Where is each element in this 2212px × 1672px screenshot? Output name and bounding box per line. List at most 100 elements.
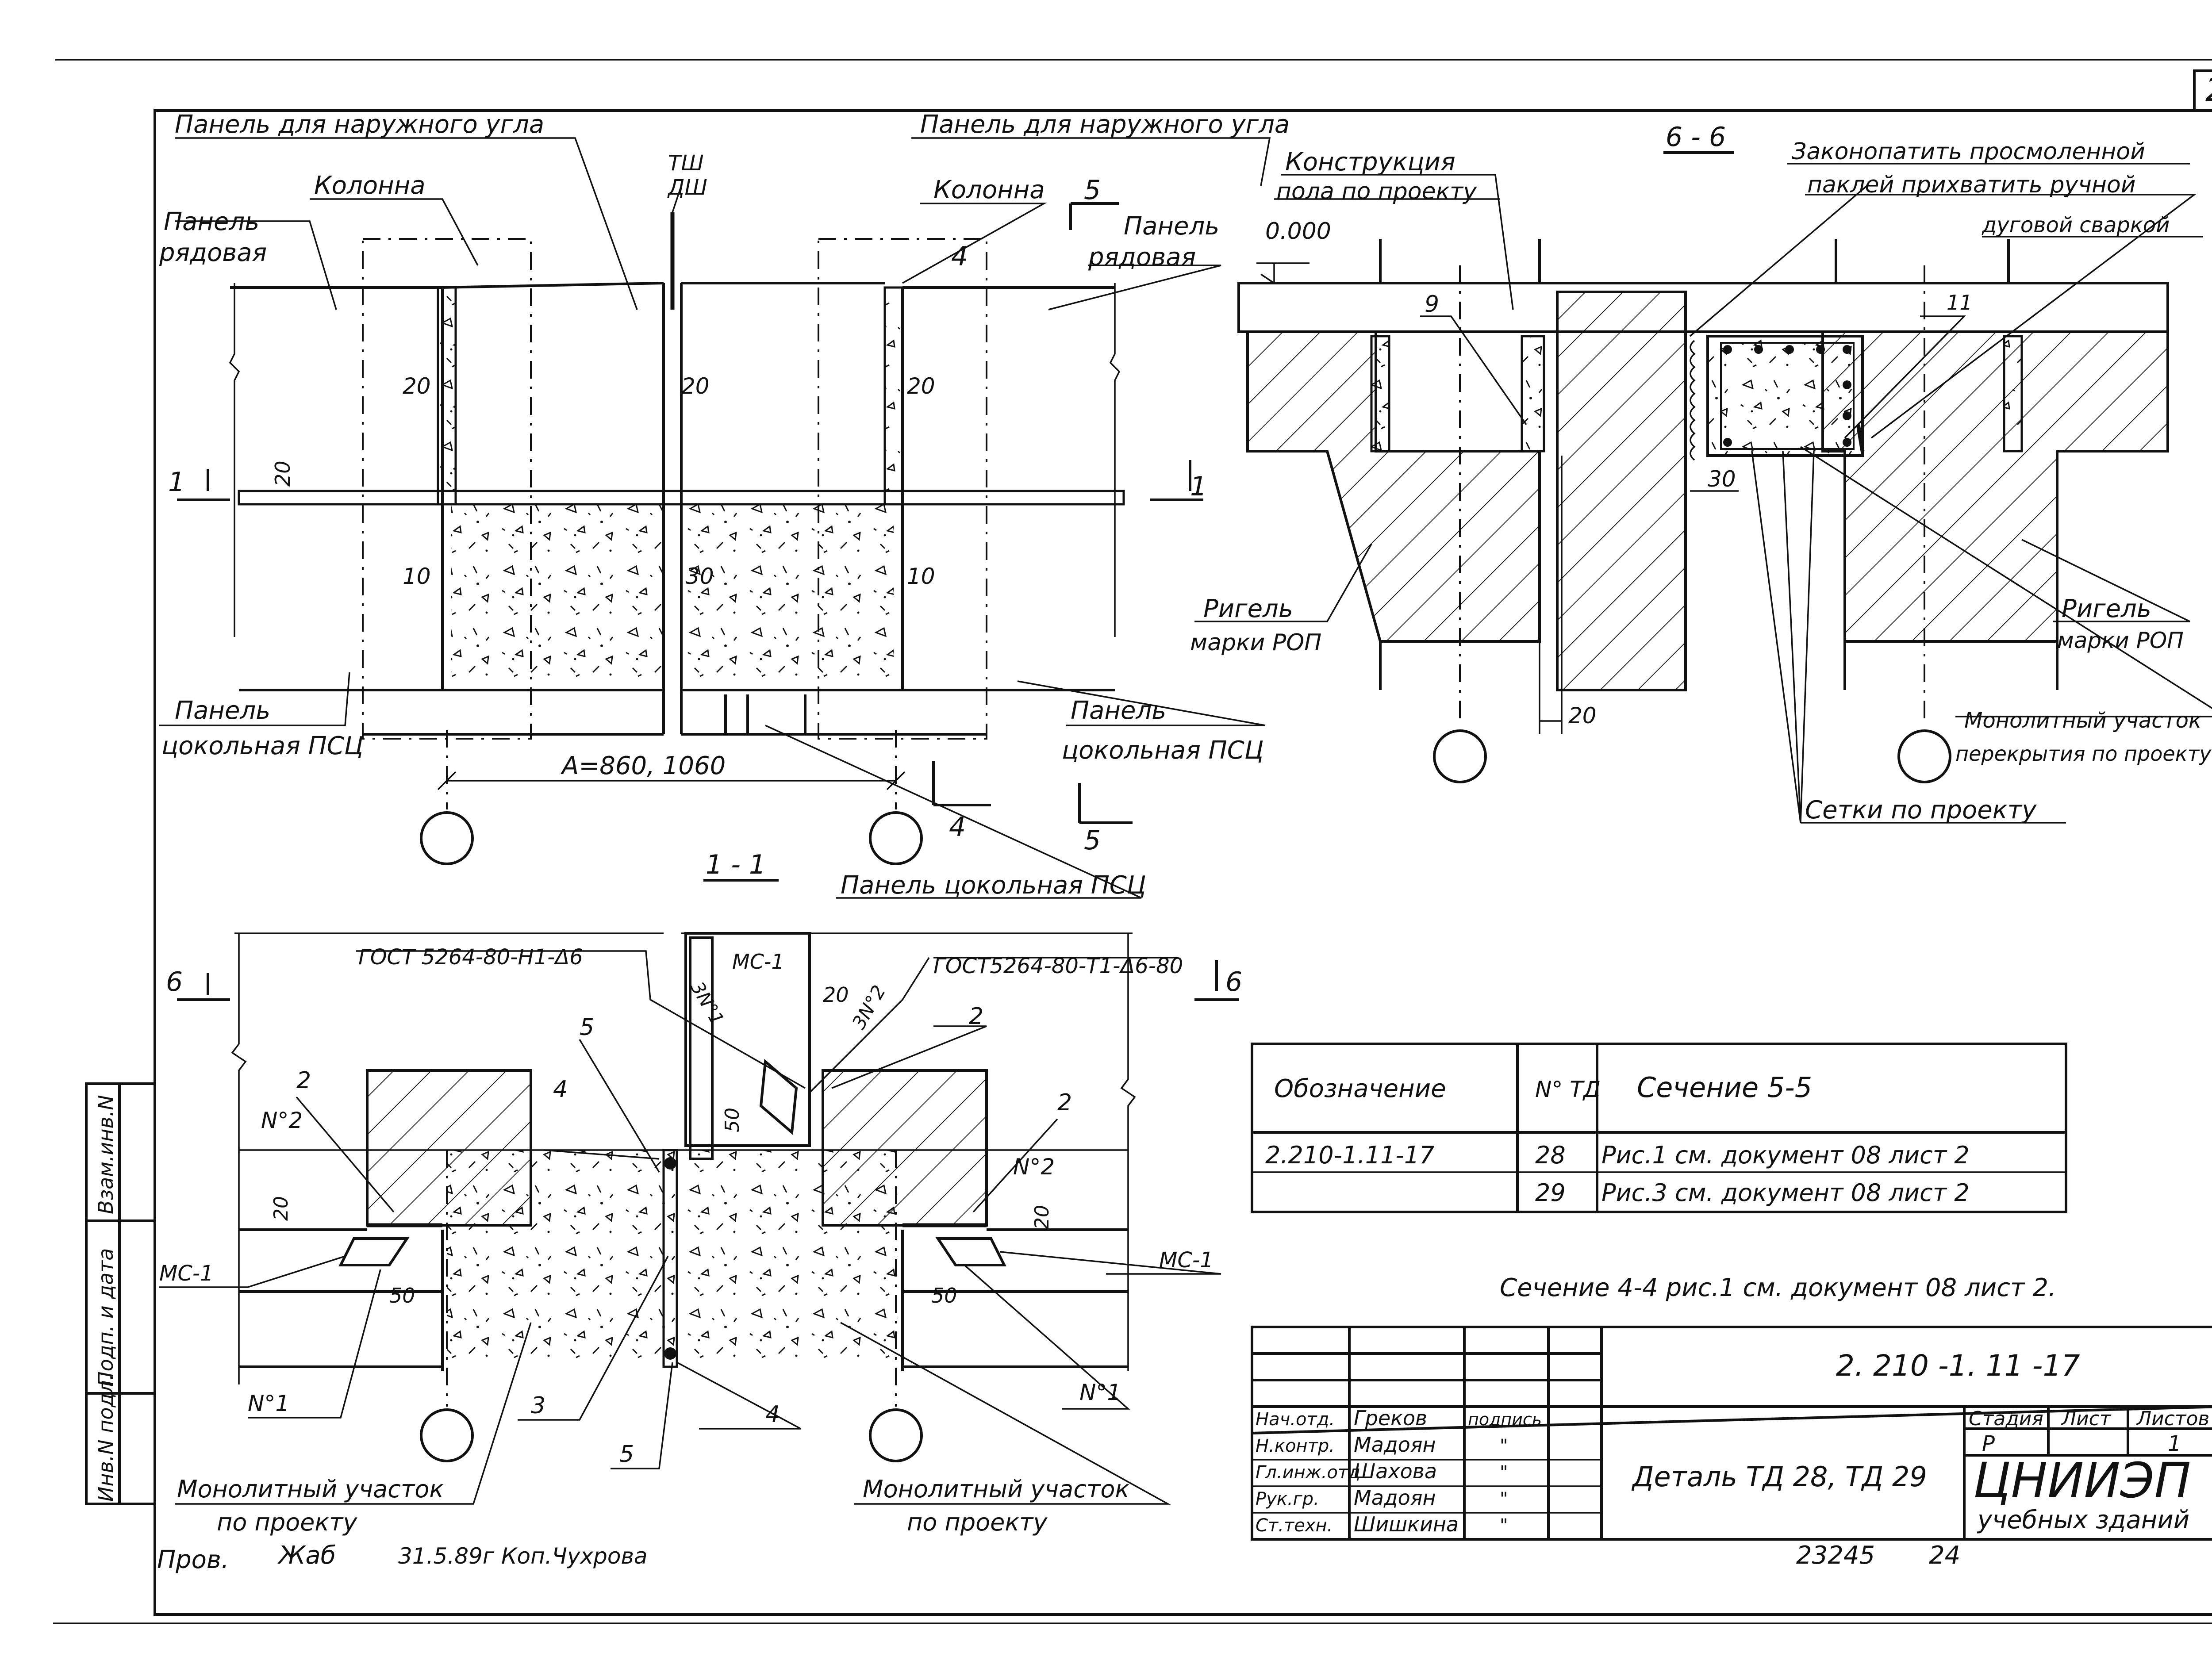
bot-mc1-top: МС-1 <box>732 950 784 974</box>
plan-plinth-left-b: цокольная ПСЦ <box>161 732 363 760</box>
bot-mono-left-b: по проекту <box>217 1508 357 1536</box>
bot-label-2a: 2 <box>296 1067 311 1094</box>
plan-outer-corner-label: Панель для наружного угла <box>175 110 544 139</box>
s66-beam-left-a: Ригель <box>1203 594 1293 623</box>
sheet-frame <box>53 59 2212 1624</box>
plan-dim-10a: 10 <box>403 564 431 589</box>
bot-n1-left: N°1 <box>248 1391 289 1416</box>
title-doc-code: 2. 210 -1. 11 -17 <box>1836 1349 2080 1383</box>
sig-sign-2: " <box>1500 1436 1508 1456</box>
s66-floor-b: пола по проекту <box>1276 178 1477 205</box>
sig-name-5: Шишкина <box>1354 1512 1459 1536</box>
plan-column-label: Колонна <box>314 171 426 200</box>
table-cell-r1c1: 2.210-1.11-17 <box>1265 1141 1435 1169</box>
sig-name-3: Шахова <box>1354 1459 1437 1483</box>
s66-title: 6 - 6 <box>1666 122 1726 153</box>
bottom-code-1: 23245 <box>1796 1541 1875 1570</box>
s66-n9: 9 <box>1425 291 1439 318</box>
bot-label-2b: 2 <box>969 1003 983 1030</box>
bot-cut-6: 6 <box>166 966 183 997</box>
sig-name-2: Мадоян <box>1354 1433 1436 1457</box>
sig-sign-5: " <box>1500 1515 1508 1536</box>
bot-dim-20c: 20 <box>1031 1205 1053 1230</box>
table-cell-r1c2: 28 <box>1535 1141 1566 1169</box>
s66-beam-right-b: марки РОП <box>2057 628 2184 653</box>
s66-floor-a: Конструкция <box>1285 148 1455 176</box>
plan-ds-label: ДШ <box>667 175 707 200</box>
s66-beam-right-a: Ригель <box>2062 594 2151 623</box>
table-header-section: Сечение 5-5 <box>1637 1071 1812 1104</box>
table-cell-r1c3: Рис.1 см. документ 08 лист 2 <box>1601 1141 1970 1169</box>
plan-plinth-right-a: Панель <box>1071 696 1166 725</box>
title-name: Деталь ТД 28, ТД 29 <box>1631 1461 1927 1493</box>
bot-label-3: 3 <box>531 1392 545 1419</box>
plan-span-dimension: А=860, 1060 <box>561 752 726 780</box>
plan-plinth-right-b: цокольная ПСЦ <box>1062 736 1263 765</box>
table-cell-r2c2: 29 <box>1535 1179 1566 1207</box>
sig-role-1: Нач.отд. <box>1256 1409 1335 1430</box>
bot-n2-right: N°2 <box>1013 1154 1055 1180</box>
sheet-number: 23 <box>2205 71 2212 108</box>
sig-role-4: Рук.гр. <box>1256 1489 1319 1509</box>
sig-role-5: Ст.техн. <box>1256 1515 1333 1536</box>
bot-zn1: 3N°1 <box>686 978 728 1029</box>
plan-cut-4b: 4 <box>951 241 968 272</box>
plan-row-panel-label-b: рядовая <box>159 238 267 267</box>
plan-cut-5b: 5 <box>1084 175 1101 206</box>
title-sheet-label: Лист <box>2061 1407 2112 1430</box>
bot-label-4a: 4 <box>553 1076 568 1103</box>
s66-dim-20: 20 <box>1568 703 1597 729</box>
bot-n2-left: N°2 <box>261 1108 303 1133</box>
rebar-dots <box>1723 345 1851 447</box>
plan-cut-5: 5 <box>1084 825 1101 856</box>
plan-outer-corner-label-2: Панель для наружного угла <box>920 110 1290 139</box>
s66-level: 0.000 <box>1265 218 1331 245</box>
plan-view <box>159 137 1271 899</box>
reference-table <box>1251 1043 2067 1213</box>
checked-signature: Жаб <box>277 1541 336 1570</box>
inv-original-label: Инв.N подл. <box>94 1374 118 1502</box>
plan-plinth-bottom-label: Панель цокольная ПСЦ <box>841 871 1146 900</box>
sig-sign-1: подпись <box>1468 1410 1542 1429</box>
plan-dim-20a: 20 <box>403 373 431 399</box>
s66-caulk-c: дуговой сваркой <box>1982 213 2170 238</box>
bottom-detail <box>159 932 1239 1505</box>
table-header-designation: Обозначение <box>1274 1074 1446 1103</box>
note-section-44: Сечение 4-4 рис.1 см. документ 08 лист 2… <box>1500 1273 2056 1302</box>
title-org-sub: учебных зданий <box>1977 1506 2189 1534</box>
plan-plinth-left-a: Панель <box>175 696 270 725</box>
s66-beam-left-b: марки РОП <box>1190 629 1321 656</box>
plan-section-title: 1 - 1 <box>706 849 766 880</box>
side-stamp <box>85 1082 156 1505</box>
sig-role-2: Н.контр. <box>1256 1436 1335 1456</box>
bot-dim-50a: 50 <box>721 1108 744 1132</box>
section-6-6 <box>1194 151 2212 824</box>
s66-n11: 11 <box>1947 291 1973 314</box>
s66-mesh: Сетки по проекту <box>1805 796 2037 824</box>
plan-dim-20b: 20 <box>681 373 710 399</box>
bot-label-5a: 5 <box>580 1014 594 1041</box>
s66-caulk-a: Законопатить просмоленной <box>1792 138 2145 165</box>
sig-sign-4: " <box>1500 1489 1508 1509</box>
bot-dim-50b: 50 <box>389 1284 415 1308</box>
plan-cut-4: 4 <box>949 812 966 843</box>
sign-date-label: Подп. и дата <box>94 1248 118 1387</box>
plan-dim-10b: 10 <box>907 564 935 589</box>
inv-replaced-label: Взам.инв.N <box>94 1095 118 1214</box>
title-stage: Р <box>1982 1431 1995 1456</box>
bot-dim-50c: 50 <box>931 1284 957 1308</box>
bot-gost-right: ГОСТ5264-80-Т1-Δ6-80 <box>933 954 1183 978</box>
plan-row-panel2-label-b: рядовая <box>1088 243 1196 272</box>
bot-mc1-left: МС-1 <box>159 1261 214 1286</box>
plan-ts-label: ТШ <box>668 151 704 176</box>
title-org: ЦНИИЭП <box>1973 1452 2191 1509</box>
bot-zn2: 3N°2 <box>848 982 890 1033</box>
bot-mono-left-a: Монолитный участок <box>177 1475 444 1503</box>
bot-label-5b: 5 <box>619 1441 634 1468</box>
bot-gost-left: ГОСТ 5264-80-Н1-Δ6 <box>358 945 583 970</box>
title-sheets-label: Листов <box>2136 1407 2209 1430</box>
title-block <box>1251 1326 2212 1541</box>
plan-cut-1b: 1 <box>1190 471 1207 502</box>
bot-label-2c: 2 <box>1057 1089 1072 1116</box>
